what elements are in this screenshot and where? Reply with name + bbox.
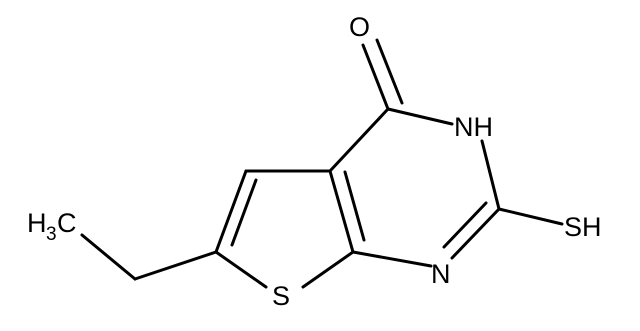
bond-c4a-c7a — [328, 169, 355, 254]
bond-c4-n3 — [386, 107, 454, 126]
methyl-label: H 3 C — [27, 208, 77, 245]
bond-c4-o — [361, 43, 390, 111]
bond-ch3-ch2 — [80, 233, 137, 281]
bond-c2-sh — [497, 207, 564, 226]
bond-c6-c5-double — [230, 178, 258, 247]
bond-c6-s — [214, 250, 268, 289]
bond-ch2-c6 — [133, 250, 218, 281]
bond-c6-c5 — [214, 169, 248, 254]
nh-label: NH — [454, 112, 493, 142]
bond-c4a-c4 — [328, 107, 390, 173]
bond-c2-n1-double — [442, 201, 488, 249]
methyl-c: C — [57, 208, 77, 238]
bond-s-c7a — [301, 250, 355, 289]
methyl-h: H — [27, 208, 47, 238]
oxygen-label: O — [349, 12, 370, 42]
bond-c4a-c7a-double — [343, 170, 366, 242]
sulfur-label: S — [272, 281, 290, 311]
bond-c2-n1 — [450, 207, 501, 260]
sh-label: SH — [564, 212, 602, 242]
nitrogen-label: N — [431, 259, 451, 289]
bond-n3-c2 — [480, 139, 501, 211]
bond-c4-o-double — [375, 38, 404, 105]
bond-n1-c7a — [351, 250, 433, 268]
methyl-subscript: 3 — [46, 224, 57, 245]
